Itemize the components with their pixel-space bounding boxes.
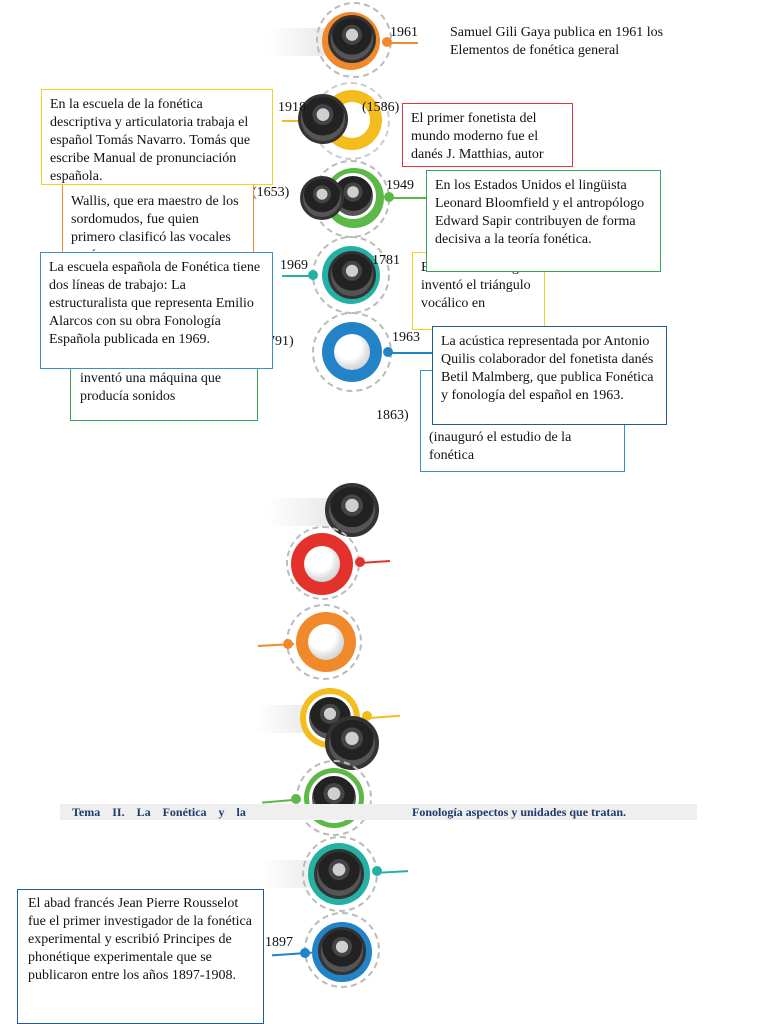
blank-disc [308, 624, 344, 660]
year-label: (1653) [252, 185, 290, 200]
event-box-matthias: El primer fonetista del mundo moderno fu… [402, 103, 573, 167]
title-band: Tema II. La Fonética y la Fonología aspe… [60, 804, 697, 820]
event-box-wallis: Wallis, que era maestro de los sordomudo… [62, 176, 254, 256]
node-shadow [268, 498, 332, 526]
year-label: (1586) [362, 100, 400, 115]
portrait-photo [314, 849, 364, 899]
portrait-photo [318, 927, 366, 975]
connector-line [282, 275, 316, 277]
connector-line [386, 42, 418, 44]
portrait-photo [300, 176, 344, 220]
connector-dot [383, 347, 393, 357]
event-text-inauguro: (inauguró el estudio de la fonética [429, 430, 572, 463]
event-box-rousselot: El abad francés Jean Pierre Rousselot fu… [17, 889, 264, 1024]
blank-disc [304, 546, 340, 582]
year-label: 791) [268, 334, 294, 349]
year-label: 1863) [376, 408, 409, 423]
connector-dot [300, 948, 310, 958]
event-box-navarro: En la escuela de la fonética descriptiva… [41, 89, 273, 185]
event-text-gili-gaya: Samuel Gili Gaya publica en 1961 los Ele… [450, 25, 664, 58]
year-label: 1781 [372, 253, 400, 268]
connector-dot [372, 866, 382, 876]
connector-dot [362, 711, 372, 721]
year-label: 1918 [278, 100, 306, 115]
blank-disc [334, 334, 370, 370]
portrait-photo [298, 94, 348, 144]
portrait-photo [328, 15, 376, 63]
event-box-escuela: La escuela española de Fonética tiene do… [40, 252, 273, 369]
portrait-photo [328, 251, 376, 299]
connector-dot [355, 557, 365, 567]
connector-line [282, 120, 304, 122]
year-label: 1961 [390, 25, 418, 40]
connector-line [386, 352, 434, 354]
event-text-kempelen: inventó una máquina que producía sonidos [80, 371, 222, 404]
year-label: 1949 [386, 178, 414, 193]
year-label: 1969 [280, 258, 308, 273]
connector-dot [291, 794, 301, 804]
event-box-quilis: La acústica representada por Antonio Qui… [432, 326, 667, 425]
connector-dot [283, 639, 293, 649]
year-label: 1963 [392, 330, 420, 345]
year-label: 1897 [265, 935, 293, 950]
connector-dot [384, 192, 394, 202]
connector-line [388, 197, 428, 199]
connector-dot [382, 37, 392, 47]
connector-dot [308, 270, 318, 280]
title-left: Tema II. La Fonética y la [72, 805, 246, 819]
title-right: Fonología aspectos y unidades que tratan… [412, 805, 627, 819]
event-box-bloomfield: En los Estados Unidos el lingüista Leona… [426, 170, 661, 272]
